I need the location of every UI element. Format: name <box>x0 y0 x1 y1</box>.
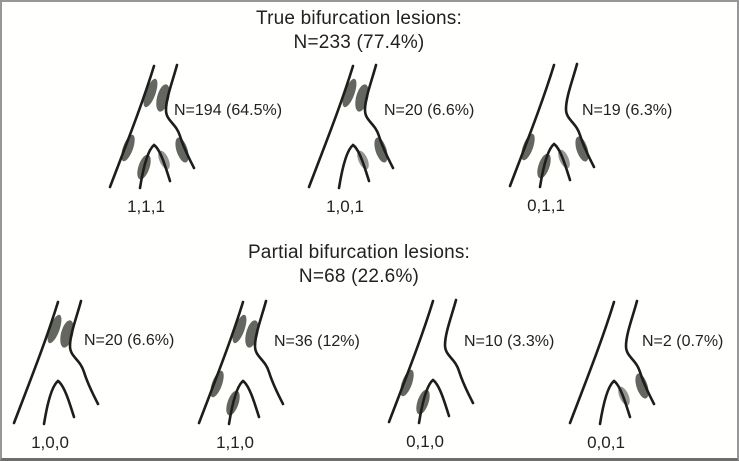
bifurcation-diagram-001: 0,0,1 <box>567 296 656 456</box>
bifurcation-diagram-111: 1,1,1 <box>107 60 196 220</box>
lesion-blob-segment-2 <box>521 133 535 161</box>
bifurcation-diagram-101: 1,0,1 <box>306 60 395 220</box>
true-bifurcation-summary: N=233 (77.4%) <box>293 32 425 53</box>
main-vessel-right-wall <box>624 299 656 406</box>
main-vessel-left-wall <box>568 300 616 425</box>
medina-code-label: 1,0,1 <box>326 197 364 216</box>
bifurcation-diagram-110: 1,1,0 <box>196 296 285 456</box>
vessel-drawing <box>307 63 395 190</box>
vessel-drawing <box>12 299 100 426</box>
main-vessel-left-wall <box>307 64 355 189</box>
main-vessel-right-wall <box>564 62 596 169</box>
medina-code-label: 0,1,1 <box>527 196 565 215</box>
partial-bifurcation-summary: N=68 (22.6%) <box>298 266 420 287</box>
carina-arch <box>337 143 371 190</box>
lesion-blob-segment-1 <box>47 314 62 344</box>
lesion-blob-segment-3 <box>575 136 589 162</box>
carina-arch <box>598 379 632 426</box>
lesion-blob-segment-1 <box>232 314 247 344</box>
count-label: N=20 (6.6%) <box>84 332 175 349</box>
medina-code-label: 0,1,0 <box>406 432 444 451</box>
main-vessel-right-wall <box>363 63 395 170</box>
lesion-blob-segment-2 <box>210 370 224 398</box>
count-label: N=20 (6.6%) <box>384 102 475 119</box>
vessel-drawing <box>108 63 196 190</box>
main-vessel-right-wall <box>68 299 100 406</box>
main-vessel-left-wall <box>197 300 245 425</box>
medina-code-label: 1,1,1 <box>127 197 165 216</box>
medina-code-label: 0,0,1 <box>587 433 625 452</box>
lesion-blob-segment-1 <box>342 78 357 108</box>
partial-bifurcation-title: Partial bifurcation lesions: <box>247 242 471 263</box>
main-vessel-left-wall <box>108 64 156 189</box>
true-bifurcation-title: True bifurcation lesions: <box>255 8 462 29</box>
lesion-blob-segment-3 <box>374 137 388 163</box>
medina-code-label: 1,0,0 <box>31 433 69 452</box>
vessel-drawing <box>387 298 475 425</box>
carina-arch <box>227 379 261 426</box>
bifurcation-diagram-011: 0,1,1 <box>507 59 596 219</box>
main-vessel-left-wall <box>508 63 556 188</box>
count-label: N=19 (6.3%) <box>582 102 673 119</box>
lesion-blob-segment-3 <box>635 373 649 399</box>
count-label: N=36 (12%) <box>274 333 360 350</box>
carina-arch <box>42 379 76 426</box>
vessel-drawing <box>508 62 596 189</box>
medina-code-label: 1,1,0 <box>216 433 254 452</box>
vessel-drawing <box>197 299 285 426</box>
carina-arch <box>538 142 572 189</box>
lesion-blob-segment-3 <box>175 137 189 163</box>
lesion-blob-segment-2 <box>400 369 414 397</box>
main-vessel-left-wall <box>12 300 60 425</box>
main-vessel-right-wall <box>253 299 285 406</box>
main-vessel-right-wall <box>443 298 475 405</box>
carina-arch <box>138 143 172 190</box>
vessel-drawing <box>568 299 656 426</box>
count-label: N=194 (64.5%) <box>174 102 283 119</box>
count-label: N=2 (0.7%) <box>642 333 724 350</box>
count-label: N=10 (3.3%) <box>464 333 555 350</box>
carina-arch <box>417 378 451 425</box>
lesion-blob-segment-1 <box>143 78 158 108</box>
main-vessel-right-wall <box>164 63 196 170</box>
lesion-blob-segment-2 <box>121 134 135 162</box>
bifurcation-diagram-010: 0,1,0 <box>386 295 475 455</box>
bifurcation-diagram-100: 1,0,0 <box>11 296 100 456</box>
main-vessel-left-wall <box>387 299 435 424</box>
